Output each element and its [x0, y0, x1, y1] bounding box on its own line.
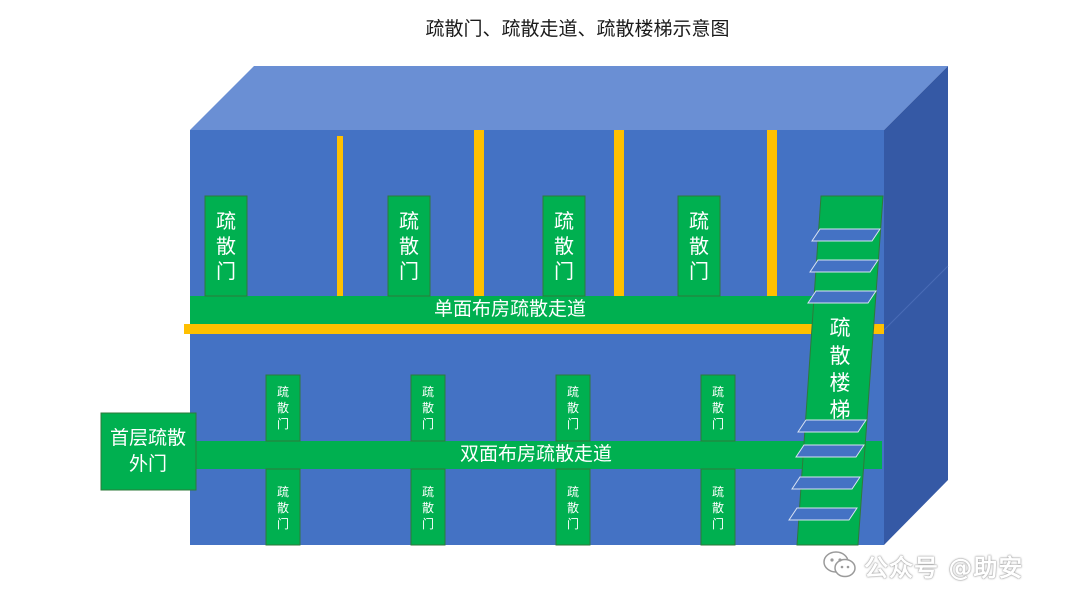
partition-wall — [474, 130, 484, 296]
building-top-face — [190, 66, 948, 130]
diagram-title: 疏散门、疏散走道、疏散楼梯示意图 — [425, 18, 730, 40]
evacuation-door-small — [555, 374, 591, 442]
stair-step — [811, 228, 881, 242]
watermark-text: 公众号 @助安 — [864, 553, 1024, 582]
double-sided-corridor — [190, 441, 882, 469]
door-label: 疏散门 — [399, 208, 419, 283]
building-side-face — [884, 66, 948, 545]
evacuation-door-small — [700, 374, 736, 442]
ground-exit-label: 首层疏散外门 — [109, 426, 186, 475]
stair-step — [809, 259, 879, 273]
stair-step — [797, 419, 867, 433]
floor-slab — [184, 324, 884, 334]
evacuation-door-small — [265, 468, 301, 546]
door-label-small: 疏散门 — [422, 484, 435, 532]
single-sided-corridor — [190, 296, 830, 324]
watermark: 公众号 @助安 — [822, 548, 1023, 582]
door-label-small: 疏散门 — [712, 384, 725, 432]
door-label-small: 疏散门 — [277, 484, 290, 532]
stair-step — [791, 476, 861, 490]
door-label: 疏散门 — [689, 208, 709, 283]
floor-seam-line — [883, 265, 949, 331]
door-label-small: 疏散门 — [277, 384, 290, 432]
evacuation-door-small — [265, 374, 301, 442]
evacuation-door — [542, 195, 586, 297]
partition-wall — [767, 130, 777, 296]
stair-step — [795, 444, 865, 458]
door-label: 疏散门 — [216, 208, 236, 283]
evacuation-door-small — [555, 468, 591, 546]
ground-exit-door — [100, 412, 197, 491]
double-sided-corridor-label: 双面布房疏散走道 — [459, 443, 612, 466]
door-label-small: 疏散门 — [712, 484, 725, 532]
single-sided-corridor-label: 单面布房疏散走道 — [433, 298, 586, 321]
wechat-icon — [823, 551, 856, 578]
door-label-small: 疏散门 — [567, 484, 580, 532]
stair-step — [807, 290, 877, 304]
evacuation-door-small — [410, 374, 446, 442]
evacuation-door — [387, 195, 431, 297]
evacuation-door — [204, 195, 248, 297]
stair-steps — [788, 228, 881, 521]
door-label: 疏散门 — [554, 208, 574, 283]
staircase-label: 疏散楼梯 — [829, 316, 851, 423]
evacuation-door-small — [700, 468, 736, 546]
stair-step — [788, 507, 858, 521]
door-label-small: 疏散门 — [567, 384, 580, 432]
door-label-small: 疏散门 — [422, 384, 435, 432]
partition-wall — [614, 130, 624, 296]
partition-wall — [337, 136, 343, 296]
evacuation-door — [677, 195, 721, 297]
evacuation-door-small — [410, 468, 446, 546]
